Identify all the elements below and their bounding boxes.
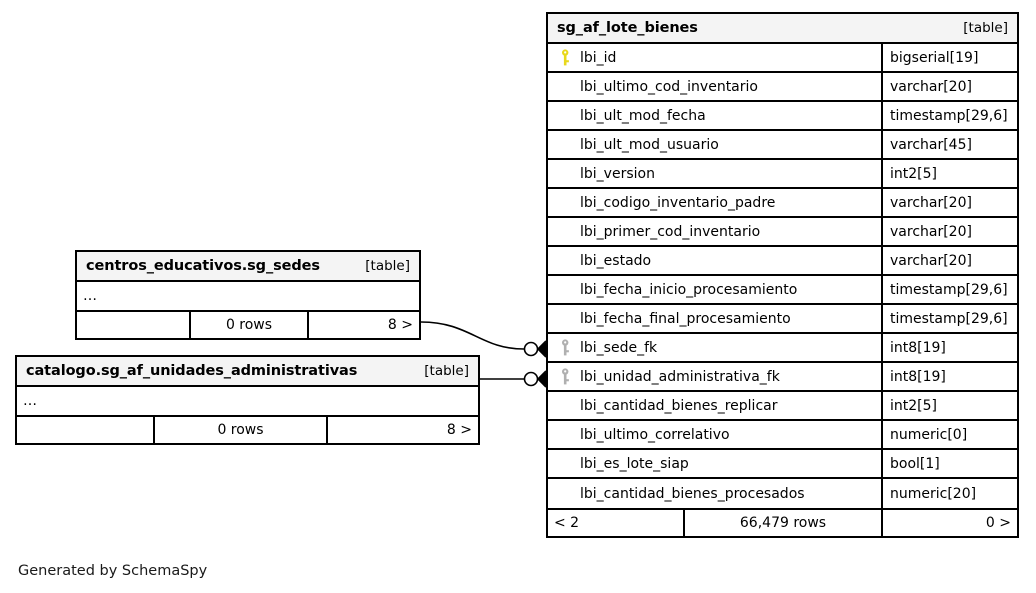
edge-endpoint-circle-unidad [523,371,539,387]
column-name-label: lbi_codigo_inventario_padre [580,194,776,211]
table-row[interactable]: lbi_id bigserial[19] [548,44,1017,73]
column-name-label: lbi_ult_mod_usuario [580,136,719,153]
column-name-label: lbi_estado [580,252,652,269]
table-header-unidades-administrativas: catalogo.sg_af_unidades_administrativas … [17,357,478,387]
column-name-cell: lbi_es_lote_siap [548,450,883,477]
table-row[interactable]: lbi_estado varchar[20] [548,247,1017,276]
column-type-label: varchar[20] [890,78,972,95]
table-columns-collapsed: … [23,393,38,409]
column-name-cell: lbi_primer_cod_inventario [548,218,883,245]
column-type-label: varchar[45] [890,136,972,153]
footer-children-count[interactable]: 0 > [985,515,1011,531]
table-row[interactable]: lbi_fecha_final_procesamiento timestamp[2… [548,305,1017,334]
column-name-cell: lbi_ultimo_cod_inventario [548,73,883,100]
column-type-label: int8[19] [890,368,946,385]
column-name-cell: lbi_id [548,44,883,71]
table-footer-unidades-administrativas: 0 rows 8 > [17,415,478,443]
foreign-key-icon [554,368,576,385]
footer-parents-count[interactable]: < 2 [554,515,580,531]
column-name-label: lbi_fecha_inicio_procesamiento [580,281,798,298]
table-row[interactable]: lbi_ult_mod_fecha timestamp[29,6] [548,102,1017,131]
table-footer-sg-sedes: 0 rows 8 > [77,310,419,338]
table-columns-collapsed: … [83,288,98,304]
column-type-label: bool[1] [890,455,940,472]
footer-row-count: 0 rows [189,312,309,338]
table-node-sg-af-lote-bienes[interactable]: sg_af_lote_bienes [table] lbi_id bigseria… [546,12,1019,538]
column-type-label: timestamp[29,6] [890,281,1008,298]
footer-children-count[interactable]: 8 > [387,317,413,333]
column-name-cell: lbi_sede_fk [548,334,883,361]
table-kind-label: [table] [365,258,410,274]
footer-children-count[interactable]: 8 > [446,422,472,438]
table-row[interactable]: lbi_primer_cod_inventario varchar[20] [548,218,1017,247]
column-type-label: int2[5] [890,165,937,182]
table-title: centros_educativos.sg_sedes [86,258,320,274]
column-type-label: varchar[20] [890,252,972,269]
footer-row-count: 66,479 rows [683,510,883,536]
table-title: sg_af_lote_bienes [557,20,698,36]
table-row[interactable]: lbi_ult_mod_usuario varchar[45] [548,131,1017,160]
column-name-cell: lbi_estado [548,247,883,274]
primary-key-icon [554,49,576,66]
table-kind-label: [table] [963,20,1008,36]
column-name-cell: lbi_cantidad_bienes_replicar [548,392,883,419]
column-name-label: lbi_ult_mod_fecha [580,107,706,124]
footer-parents-count[interactable] [77,312,189,338]
table-row[interactable]: lbi_ultimo_correlativo numeric[0] [548,421,1017,450]
column-name-label: lbi_id [580,49,617,66]
column-name-cell: lbi_ult_mod_fecha [548,102,883,129]
column-name-cell: lbi_ult_mod_usuario [548,131,883,158]
column-name-label: lbi_ultimo_correlativo [580,426,730,443]
column-name-label: lbi_version [580,165,655,182]
column-name-label: lbi_cantidad_bienes_procesados [580,485,805,502]
footer-parents-count[interactable] [17,417,153,443]
table-node-centros-educativos-sg-sedes[interactable]: centros_educativos.sg_sedes [table] … 0 … [75,250,421,340]
table-header-sg-sedes: centros_educativos.sg_sedes [table] [77,252,419,282]
table-row[interactable]: lbi_cantidad_bienes_procesados numeric[20… [548,479,1017,508]
column-name-label: lbi_primer_cod_inventario [580,223,761,240]
column-name-label: lbi_fecha_final_procesamiento [580,310,791,327]
table-row[interactable]: lbi_ultimo_cod_inventario varchar[20] [548,73,1017,102]
crowsfoot-unidad [537,370,547,388]
column-type-label: int2[5] [890,397,937,414]
column-name-label: lbi_sede_fk [580,339,658,356]
table-row[interactable]: lbi_version int2[5] [548,160,1017,189]
column-type-label: varchar[20] [890,194,972,211]
table-node-catalogo-sg-af-unidades-administrativas[interactable]: catalogo.sg_af_unidades_administrativas … [15,355,480,445]
column-type-label: numeric[20] [890,485,977,502]
foreign-key-icon [554,339,576,356]
table-row[interactable]: lbi_cantidad_bienes_replicar int2[5] [548,392,1017,421]
table-column-list: lbi_id bigserial[19] lbi_ultimo_cod_invent… [548,44,1017,508]
column-name-label: lbi_cantidad_bienes_replicar [580,397,778,414]
table-row[interactable]: lbi_fecha_inicio_procesamiento timestamp[… [548,276,1017,305]
table-header-sg-af-lote-bienes: sg_af_lote_bienes [table] [548,14,1017,44]
column-name-cell: lbi_fecha_inicio_procesamiento [548,276,883,303]
column-name-cell: lbi_cantidad_bienes_procesados [548,479,883,508]
table-row[interactable]: lbi_codigo_inventario_padre varchar[20] [548,189,1017,218]
column-name-cell: lbi_codigo_inventario_padre [548,189,883,216]
table-row[interactable]: lbi_unidad_administrativa_fk int8[19] [548,363,1017,392]
footer-row-count: 0 rows [153,417,328,443]
table-footer-sg-af-lote-bienes: < 2 66,479 rows 0 > [548,508,1017,536]
column-type-label: int8[19] [890,339,946,356]
column-name-label: lbi_ultimo_cod_inventario [580,78,758,95]
table-row[interactable]: lbi_es_lote_siap bool[1] [548,450,1017,479]
crowsfoot-sede [537,340,547,358]
generated-by-caption: Generated by SchemaSpy [18,563,208,579]
table-title: catalogo.sg_af_unidades_administrativas [26,363,358,379]
column-name-cell: lbi_unidad_administrativa_fk [548,363,883,390]
column-type-label: timestamp[29,6] [890,107,1008,124]
table-row[interactable]: lbi_sede_fk int8[19] [548,334,1017,363]
table-kind-label: [table] [424,363,469,379]
edge-endpoint-circle-sede [523,341,539,357]
column-name-label: lbi_unidad_administrativa_fk [580,368,780,385]
column-name-cell: lbi_version [548,160,883,187]
column-type-label: timestamp[29,6] [890,310,1008,327]
column-name-cell: lbi_ultimo_correlativo [548,421,883,448]
column-type-label: numeric[0] [890,426,968,443]
column-name-cell: lbi_fecha_final_procesamiento [548,305,883,332]
column-type-label: varchar[20] [890,223,972,240]
column-name-label: lbi_es_lote_siap [580,455,689,472]
column-type-label: bigserial[19] [890,49,979,66]
